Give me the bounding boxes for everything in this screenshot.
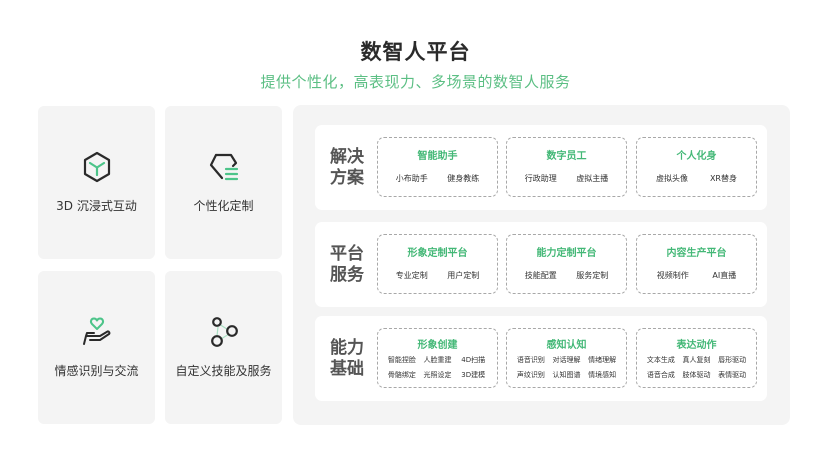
feature-card-3d-interaction: 3D 沉浸式互动: [38, 106, 155, 259]
feature-label: 自定义技能及服务: [175, 364, 272, 378]
box-item: 虚拟主播: [576, 174, 609, 183]
nodes-icon: [210, 317, 238, 347]
box-title: 智能助手: [417, 151, 458, 162]
capability-box-expression-action: 表达动作 文本生成 真人复刻 唇形驱动 语音合成 肢体驱动 表情驱动: [636, 328, 757, 388]
feature-label: 3D 沉浸式互动: [56, 199, 137, 213]
box-item: 声纹识别: [516, 371, 545, 379]
box-item: 健身教练: [447, 174, 480, 183]
architecture-panel: 解决 方案 智能助手 小布助手 健身教练 数字员工 行政助理 虚拟主播 个人化身…: [293, 105, 790, 425]
page-title: 数智人平台: [360, 40, 471, 64]
box-item: 真人复刻: [682, 356, 711, 364]
box-item: 智能捏脸: [387, 356, 416, 364]
box-title: 数字员工: [546, 151, 587, 162]
feature-card-personalization: 个性化定制: [165, 106, 282, 259]
cube-icon: [83, 151, 110, 183]
solution-box-digital-employee: 数字员工 行政助理 虚拟主播: [506, 137, 627, 197]
box-item: AI直播: [712, 271, 737, 280]
box-title: 表达动作: [676, 340, 717, 351]
box-item: 唇形驱动: [718, 356, 747, 364]
box-item: 光照设定: [423, 371, 452, 379]
capability-box-perception-cognition: 感知认知 语音识别 对话理解 情绪理解 声纹识别 认知图谱 情境感知: [506, 328, 627, 388]
platform-box-image-customization: 形象定制平台 专业定制 用户定制: [377, 234, 498, 294]
platform-box-content-production: 内容生产平台 视频制作 AI直播: [636, 234, 757, 294]
heart-hand-icon: [82, 317, 110, 345]
feature-card-custom-skills: 自定义技能及服务: [165, 271, 282, 424]
layer-capability-foundation: 能力 基础 形象创建 智能捏脸 人脸重建 4D扫描 骨骼绑定 光照设定 3D建模…: [315, 316, 767, 401]
box-item: 情绪理解: [588, 356, 617, 364]
box-title: 形象创建: [417, 340, 458, 351]
box-item: 语音识别: [516, 356, 545, 364]
box-title: 内容生产平台: [666, 248, 727, 259]
box-item: 4D扫描: [461, 356, 486, 364]
box-title: 感知认知: [546, 340, 587, 351]
box-item: 3D建模: [461, 371, 486, 379]
box-item: 骨骼绑定: [387, 371, 416, 379]
box-item: 人脸重建: [423, 356, 452, 364]
box-item: 语音合成: [646, 371, 675, 379]
box-item: 虚拟头像: [655, 174, 688, 183]
box-item: 视频制作: [656, 271, 689, 280]
box-item: 专业定制: [395, 271, 428, 280]
box-item: 对话理解: [552, 356, 581, 364]
feature-label: 情感识别与交流: [54, 364, 139, 378]
box-title: 形象定制平台: [407, 248, 468, 259]
box-item: 表情驱动: [718, 371, 747, 379]
box-title: 能力定制平台: [536, 248, 597, 259]
layer-solutions: 解决 方案 智能助手 小布助手 健身教练 数字员工 行政助理 虚拟主播 个人化身…: [315, 125, 767, 210]
layer-title: 能力 基础: [330, 337, 364, 379]
solution-box-smart-assistant: 智能助手 小布助手 健身教练: [377, 137, 498, 197]
solution-box-personal-avatar: 个人化身 虚拟头像 XR替身: [636, 137, 757, 197]
gem-list-icon: [209, 153, 238, 181]
box-item: 文本生成: [646, 356, 675, 364]
box-item: 小布助手: [395, 174, 428, 183]
box-item: 服务定制: [576, 271, 609, 280]
box-item: 肢体驱动: [682, 371, 711, 379]
page-subtitle: 提供个性化，高表现力、多场景的数智人服务: [260, 73, 571, 91]
feature-label: 个性化定制: [193, 199, 254, 213]
layer-platform-services: 平台 服务 形象定制平台 专业定制 用户定制 能力定制平台 技能配置 服务定制 …: [315, 222, 767, 307]
box-item: XR替身: [709, 174, 737, 183]
box-item: 行政助理: [524, 174, 557, 183]
box-item: 认知图谱: [552, 371, 581, 379]
feature-card-emotion: 情感识别与交流: [38, 271, 155, 424]
layer-title: 平台 服务: [330, 243, 364, 285]
box-item: 用户定制: [447, 271, 480, 280]
capability-box-image-creation: 形象创建 智能捏脸 人脸重建 4D扫描 骨骼绑定 光照设定 3D建模: [377, 328, 498, 388]
box-item: 情境感知: [588, 371, 617, 379]
box-title: 个人化身: [676, 151, 717, 162]
layer-title: 解决 方案: [330, 146, 364, 188]
box-item: 技能配置: [524, 271, 557, 280]
platform-box-capability-customization: 能力定制平台 技能配置 服务定制: [506, 234, 627, 294]
